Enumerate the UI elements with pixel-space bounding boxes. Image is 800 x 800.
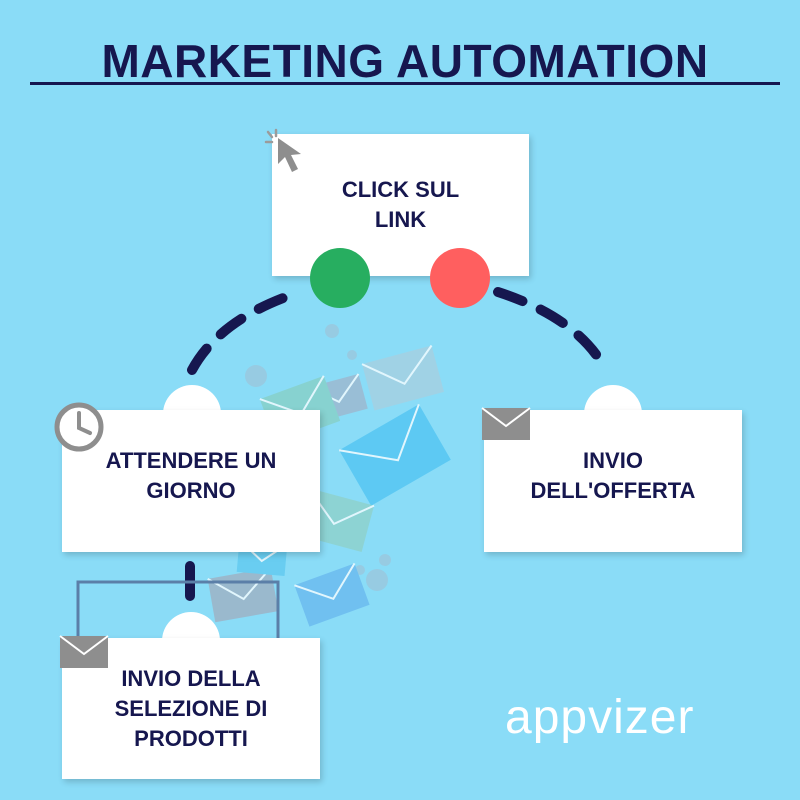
connector-arc <box>187 287 611 375</box>
node-send-selection: INVIO DELLA SELEZIONE DI PRODOTTI <box>62 638 320 779</box>
node-send-offer-label: INVIO DELL'OFFERTA <box>530 448 696 503</box>
node-wait-day-label: ATTENDERE UN GIORNO <box>105 448 277 503</box>
node-click-link-label: CLICK SUL LINK <box>341 177 460 232</box>
envelope-icon <box>207 567 279 623</box>
yes-branch-dot <box>310 248 370 308</box>
connector-bracket <box>76 580 280 640</box>
node-send-offer: INVIO DELL'OFFERTA <box>484 410 742 552</box>
appvizer-logo: appvizer <box>505 691 695 744</box>
no-branch-dot <box>430 248 490 308</box>
title-underline <box>30 82 780 85</box>
envelope-icon <box>294 562 370 627</box>
node-wait-day: ATTENDERE UN GIORNO <box>62 410 320 552</box>
envelope-icon <box>338 403 451 506</box>
node-send-selection-label: INVIO DELLA SELEZIONE DI PRODOTTI <box>114 665 268 751</box>
node-click-link: CLICK SUL LINK <box>272 134 529 276</box>
envelope-icon <box>361 344 444 411</box>
page-title: MARKETING AUTOMATION <box>101 35 709 87</box>
